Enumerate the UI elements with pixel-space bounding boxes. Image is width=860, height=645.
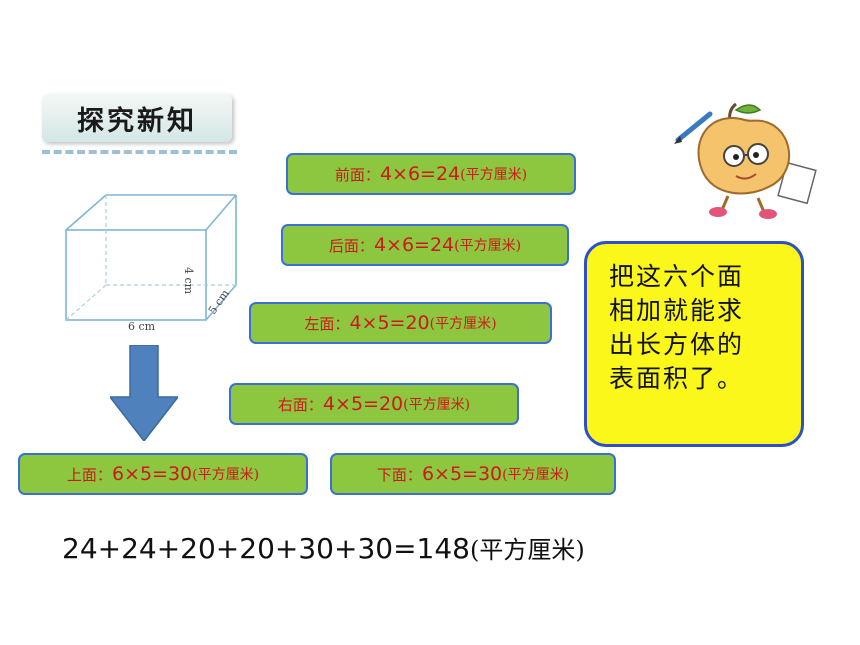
back-face-equation: 后面：4×6=24(平方厘米) <box>281 224 569 266</box>
dashed-divider <box>42 150 237 154</box>
width-label: 6 cm <box>128 320 156 333</box>
cuboid-diagram: 4 cm 6 cm 5 cm <box>65 194 237 333</box>
section-title-tag: 探究新知 <box>42 94 232 142</box>
speech-line: 相加就能求 <box>609 296 745 325</box>
total-surface-area: 24+24+20+20+30+30=148(平方厘米) <box>62 532 585 565</box>
height-label: 4 cm <box>182 267 195 295</box>
apple-mascot-icon <box>674 102 817 219</box>
front-face-equation: 前面：4×6=24(平方厘米) <box>286 153 576 195</box>
speech-line: 出长方体的 <box>609 330 745 359</box>
speech-bubble: 把这六个面 相加就能求 出长方体的 表面积了。 <box>584 241 804 447</box>
top-face-equation: 上面：6×5=30(平方厘米) <box>18 453 308 495</box>
speech-line: 把这六个面 <box>609 262 745 291</box>
left-face-equation: 左面：4×5=20(平方厘米) <box>249 302 552 344</box>
section-title: 探究新知 <box>77 105 197 137</box>
speech-line: 表面积了。 <box>609 364 745 393</box>
down-arrow-icon <box>110 345 178 441</box>
bottom-face-equation: 下面：6×5=30(平方厘米) <box>330 453 616 495</box>
cuboid-front-face <box>65 229 207 321</box>
right-face-equation: 右面：4×5=20(平方厘米) <box>229 383 519 425</box>
depth-label: 5 cm <box>206 287 233 317</box>
